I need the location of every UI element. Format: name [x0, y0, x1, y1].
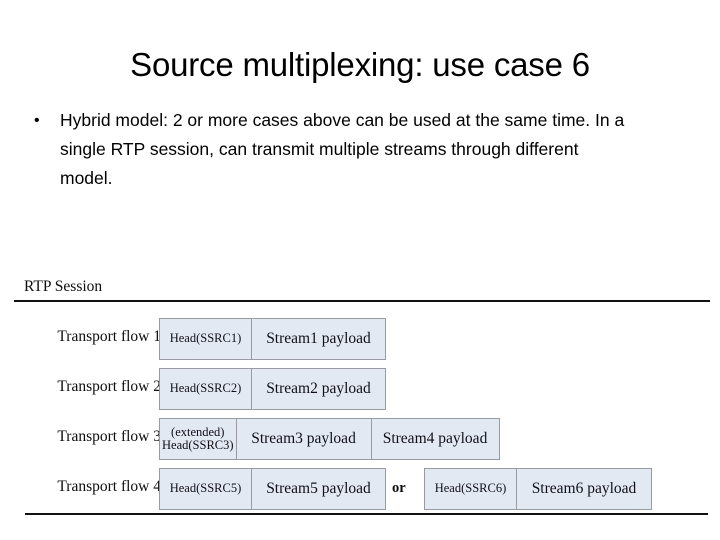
transport-flow-label-1: Transport flow 1: [57, 328, 161, 345]
page-title: Source multiplexing: use case 6: [130, 46, 590, 83]
transport-flow-row-1: Transport flow 1 Head(SSRC1) Stream1 pay…: [0, 318, 720, 360]
packet-payload-box: Stream4 payload: [370, 418, 500, 460]
transport-flow-row-2: Transport flow 2 Head(SSRC2) Stream2 pay…: [0, 368, 720, 410]
packet-payload-box: Stream5 payload: [251, 468, 386, 510]
packet-group-3: (extended) Head(SSRC3) Stream3 payload S…: [159, 418, 500, 460]
packet-payload-box: Stream3 payload: [235, 418, 371, 460]
packet-payload-box: Stream2 payload: [251, 368, 386, 410]
packet-group-4b: Head(SSRC6) Stream6 payload: [424, 468, 652, 510]
list-item: • Hybrid model: 2 or more cases above ca…: [34, 106, 634, 193]
packet-header-line-1: (extended): [171, 424, 225, 439]
packet-header-box: Head(SSRC6): [424, 468, 516, 510]
packet-header-box: Head(SSRC1): [159, 318, 251, 360]
bullet-text: Hybrid model: 2 or more cases above can …: [60, 110, 625, 188]
packet-header-line-2: Head(SSRC3): [162, 438, 234, 452]
packet-group-2: Head(SSRC2) Stream2 payload: [159, 368, 386, 410]
or-separator-label: or: [392, 480, 406, 496]
session-top-divider: [14, 300, 710, 302]
transport-flow-label-2: Transport flow 2: [57, 378, 161, 395]
packet-header-box: Head(SSRC5): [159, 468, 251, 510]
packet-header-box: Head(SSRC2): [159, 368, 251, 410]
packet-header-box-extended: (extended) Head(SSRC3): [159, 418, 236, 460]
packet-payload-box: Stream6 payload: [516, 468, 652, 510]
rtp-session-diagram: RTP Session Transport flow 1 Head(SSRC1)…: [0, 268, 720, 523]
transport-flow-row-3: Transport flow 3 (extended) Head(SSRC3) …: [0, 418, 720, 460]
bullet-marker-icon: •: [34, 112, 40, 129]
packet-payload-box: Stream1 payload: [251, 318, 386, 360]
packet-group-1: Head(SSRC1) Stream1 payload: [159, 318, 386, 360]
bullet-list: • Hybrid model: 2 or more cases above ca…: [34, 106, 634, 193]
rtp-session-label: RTP Session: [24, 278, 103, 295]
transport-flow-label-3: Transport flow 3: [57, 428, 161, 445]
packet-group-4a: Head(SSRC5) Stream5 payload: [159, 468, 386, 510]
transport-flow-label-4: Transport flow 4: [57, 478, 161, 495]
session-bottom-divider: [25, 513, 708, 515]
transport-flow-row-4: Transport flow 4 Head(SSRC5) Stream5 pay…: [0, 468, 720, 510]
